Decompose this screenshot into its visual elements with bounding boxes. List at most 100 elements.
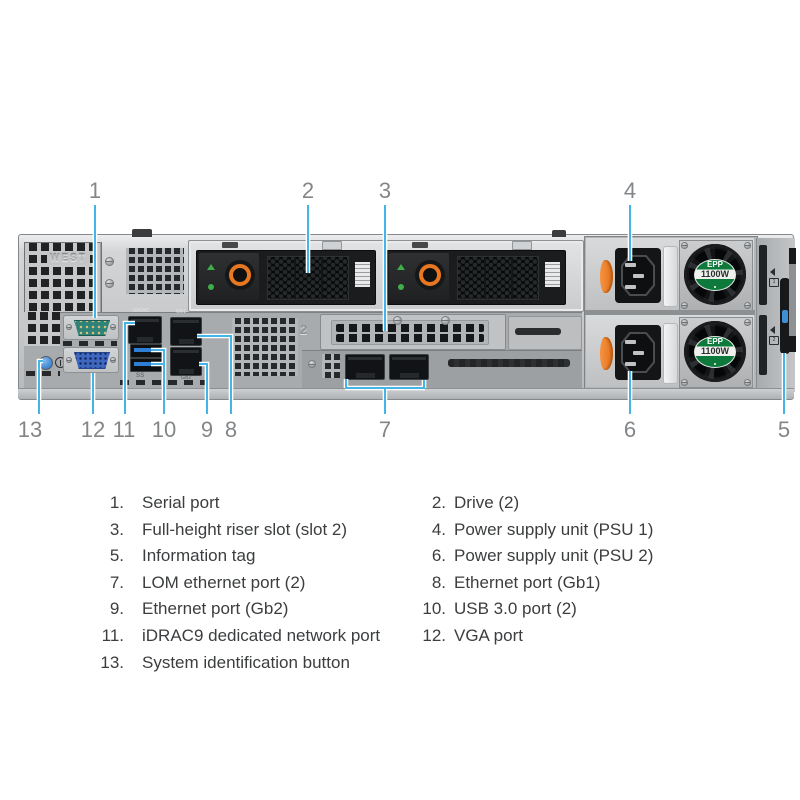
left-vent-overlay: [24, 312, 60, 346]
lom-ethernet-port-2: [389, 354, 429, 380]
legend-num: 12.: [422, 625, 446, 645]
power-supply-unit-1: EPP 1100W: [586, 238, 754, 311]
psu1-marker-arrow: [770, 268, 775, 276]
legend-column-1: 1. Serial port 3.Full-height riser slot (…: [98, 490, 418, 676]
legend-num: 10.: [422, 599, 446, 619]
info-tag-bracket: 1 2: [756, 238, 795, 392]
psu2-rating-badge: EPP 1100W: [694, 335, 736, 368]
information-tag-pull: [782, 310, 788, 323]
drive2-label-chip: [543, 260, 562, 289]
callout-number-8: 8: [224, 417, 238, 442]
vga-port: [74, 352, 110, 369]
legend-item-10: 10.USB 3.0 port (2): [420, 596, 720, 623]
drive1-grille: [267, 256, 349, 300]
psu2-badge-watts: 1100W: [700, 345, 730, 356]
callout-number-1: 1: [88, 178, 102, 203]
full-height-riser-slot: [320, 314, 506, 350]
legend-num: 8.: [431, 572, 446, 592]
drive2-grille: [457, 256, 539, 300]
legend-text: Ethernet port (Gb1): [454, 572, 601, 592]
fan-screw: [744, 379, 751, 386]
legend-num: 1.: [109, 493, 124, 512]
callout-number-10: 10: [151, 417, 177, 442]
legend-text: System identification button: [142, 652, 350, 672]
psu1-rating-badge: EPP 1100W: [694, 258, 736, 291]
serial-port-bezel: [63, 315, 119, 340]
psu1-release-handle: [600, 260, 613, 293]
psu1-power-inlet: [615, 248, 661, 303]
lom-ethernet-port-1: [345, 354, 385, 380]
usb-tongue-2: [134, 362, 158, 366]
callout-number-5: 5: [777, 417, 791, 442]
legend-num: 5.: [109, 546, 124, 566]
usb-port-1: [130, 344, 162, 358]
grille-divider: [484, 257, 486, 299]
psu1-badge-watts: 1100W: [700, 268, 730, 279]
riser-screw-1: [393, 316, 402, 325]
fan-screw: [744, 302, 751, 309]
legend-item-1: 1. Serial port: [98, 490, 418, 517]
legend-num: 9.: [109, 599, 124, 619]
psu1-badge-epp: EPP: [706, 259, 723, 269]
carrier1-rail-latch: [322, 241, 342, 250]
edge-cap-bottom: [789, 336, 796, 352]
callout-number-3: 3: [378, 178, 392, 203]
serial-screw-left: [66, 324, 72, 330]
legend-item-8: 8. Ethernet port (Gb1): [420, 570, 720, 597]
legend-text: Serial port: [142, 493, 220, 512]
usb-tongue-1: [134, 348, 158, 352]
legend-num: 13.: [100, 652, 124, 672]
psu2-marker-box: 2: [769, 336, 779, 345]
filler-bracket-slot: [515, 328, 561, 335]
lom-vent-strip: [448, 359, 570, 367]
chassis-bottom-lip: [18, 388, 794, 399]
psu-divider: [585, 310, 755, 315]
drive-carrier-1: [196, 250, 376, 305]
legend-num: 6.: [431, 546, 446, 566]
fan-screw: [681, 379, 688, 386]
psu2-release-tab: [663, 323, 678, 384]
legend-text: LOM ethernet port (2): [142, 572, 306, 592]
callout-number-13: 13: [17, 417, 43, 442]
filler-bracket: [508, 316, 582, 350]
legend-item-3: 3.Full-height riser slot (slot 2): [98, 517, 418, 544]
vent-emboss-text: WEST: [47, 252, 90, 265]
fan-screw: [681, 302, 688, 309]
mid-vent-grille: [126, 248, 184, 294]
power-supply-unit-2: EPP 1100W: [586, 315, 754, 388]
carrier1-rail-tab: [222, 242, 238, 248]
psu2-power-inlet: [615, 325, 661, 380]
drive1-release-latch: [199, 253, 259, 300]
chassis-latch-tab-2: [552, 230, 566, 237]
vga-screw-left: [66, 357, 72, 363]
ethernet-port-gb2: [170, 347, 202, 376]
legend-item-5: 5.Information tag: [98, 543, 418, 570]
usb-ss-icon: SS: [136, 373, 145, 379]
riser-screw-2: [441, 316, 450, 325]
drive1-activity-led: [207, 264, 215, 270]
riser-vent-slot: [331, 320, 489, 345]
carrier2-rail-tab: [412, 242, 428, 248]
psu1-marker-box: 1: [769, 278, 779, 287]
usb-port-2: [130, 358, 162, 372]
system-id-button: [39, 356, 53, 370]
gb1-etched-label: Gb1: [176, 309, 187, 315]
serial-screw-right: [110, 324, 116, 330]
riser-emboss-number: 2: [300, 322, 308, 337]
drive2-status-led: [398, 284, 404, 290]
carrier2-rail-latch: [512, 241, 532, 250]
legend-num: 2.: [431, 493, 446, 512]
bracket-rail-upper: [759, 245, 767, 305]
chassis-right-edge: [789, 248, 796, 352]
callout-number-11: 11: [112, 417, 136, 442]
lom-vent-dots: [322, 354, 340, 378]
idrac-network-port: [128, 316, 162, 344]
chassis-latch-tab: [132, 229, 152, 237]
vent-dash-row-1: [26, 371, 60, 376]
legend-column-2: 2.Drive (2) 4.Power supply unit (PSU 1) …: [420, 490, 720, 650]
legend-item-6: 6.Power supply unit (PSU 2): [420, 543, 720, 570]
riser-hole-row-1: [336, 324, 484, 332]
psu1-fan: EPP 1100W: [684, 244, 746, 305]
